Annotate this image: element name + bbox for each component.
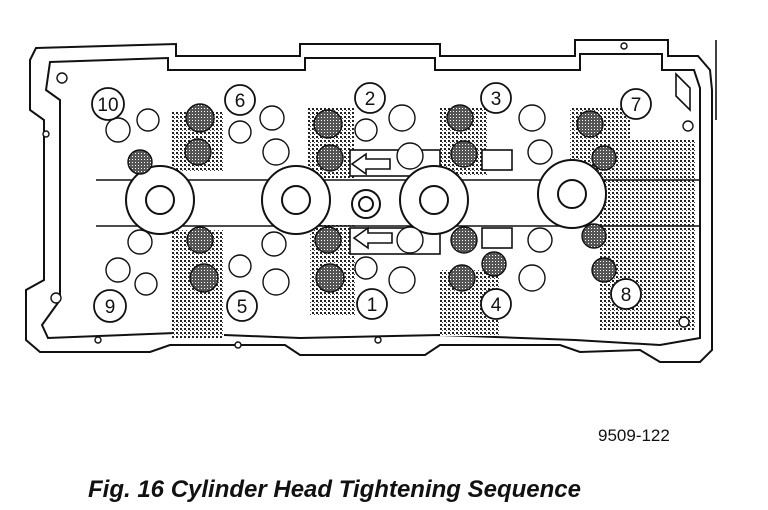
- bolt-10-label: 10: [97, 95, 118, 116]
- valve-springs: [105, 103, 617, 296]
- bolt-5-label: 5: [237, 297, 248, 318]
- bolt-7-label: 7: [631, 95, 642, 116]
- bolt-6-label: 6: [235, 91, 246, 112]
- bolt-9-label: 9: [105, 297, 116, 318]
- figure-caption: Fig. 16 Cylinder Head Tightening Sequenc…: [88, 476, 581, 503]
- bolt-8-label: 8: [621, 285, 632, 306]
- bolt-2-label: 2: [365, 89, 376, 110]
- head-outline: [25, 39, 713, 363]
- sequence-labels: 10 6 2 3 7 9 5 1 4 8: [97, 89, 641, 318]
- sequence-rings: [91, 82, 652, 323]
- bolt-1-label: 1: [367, 295, 378, 316]
- dowel-holes: [42, 42, 694, 349]
- right-bracket: [675, 40, 717, 120]
- center-gallery: [96, 149, 700, 255]
- figure-code: 9509-122: [598, 426, 670, 445]
- bearing-bosses: [125, 159, 607, 235]
- bolt-3-label: 3: [491, 89, 502, 110]
- bolt-4-label: 4: [491, 295, 502, 316]
